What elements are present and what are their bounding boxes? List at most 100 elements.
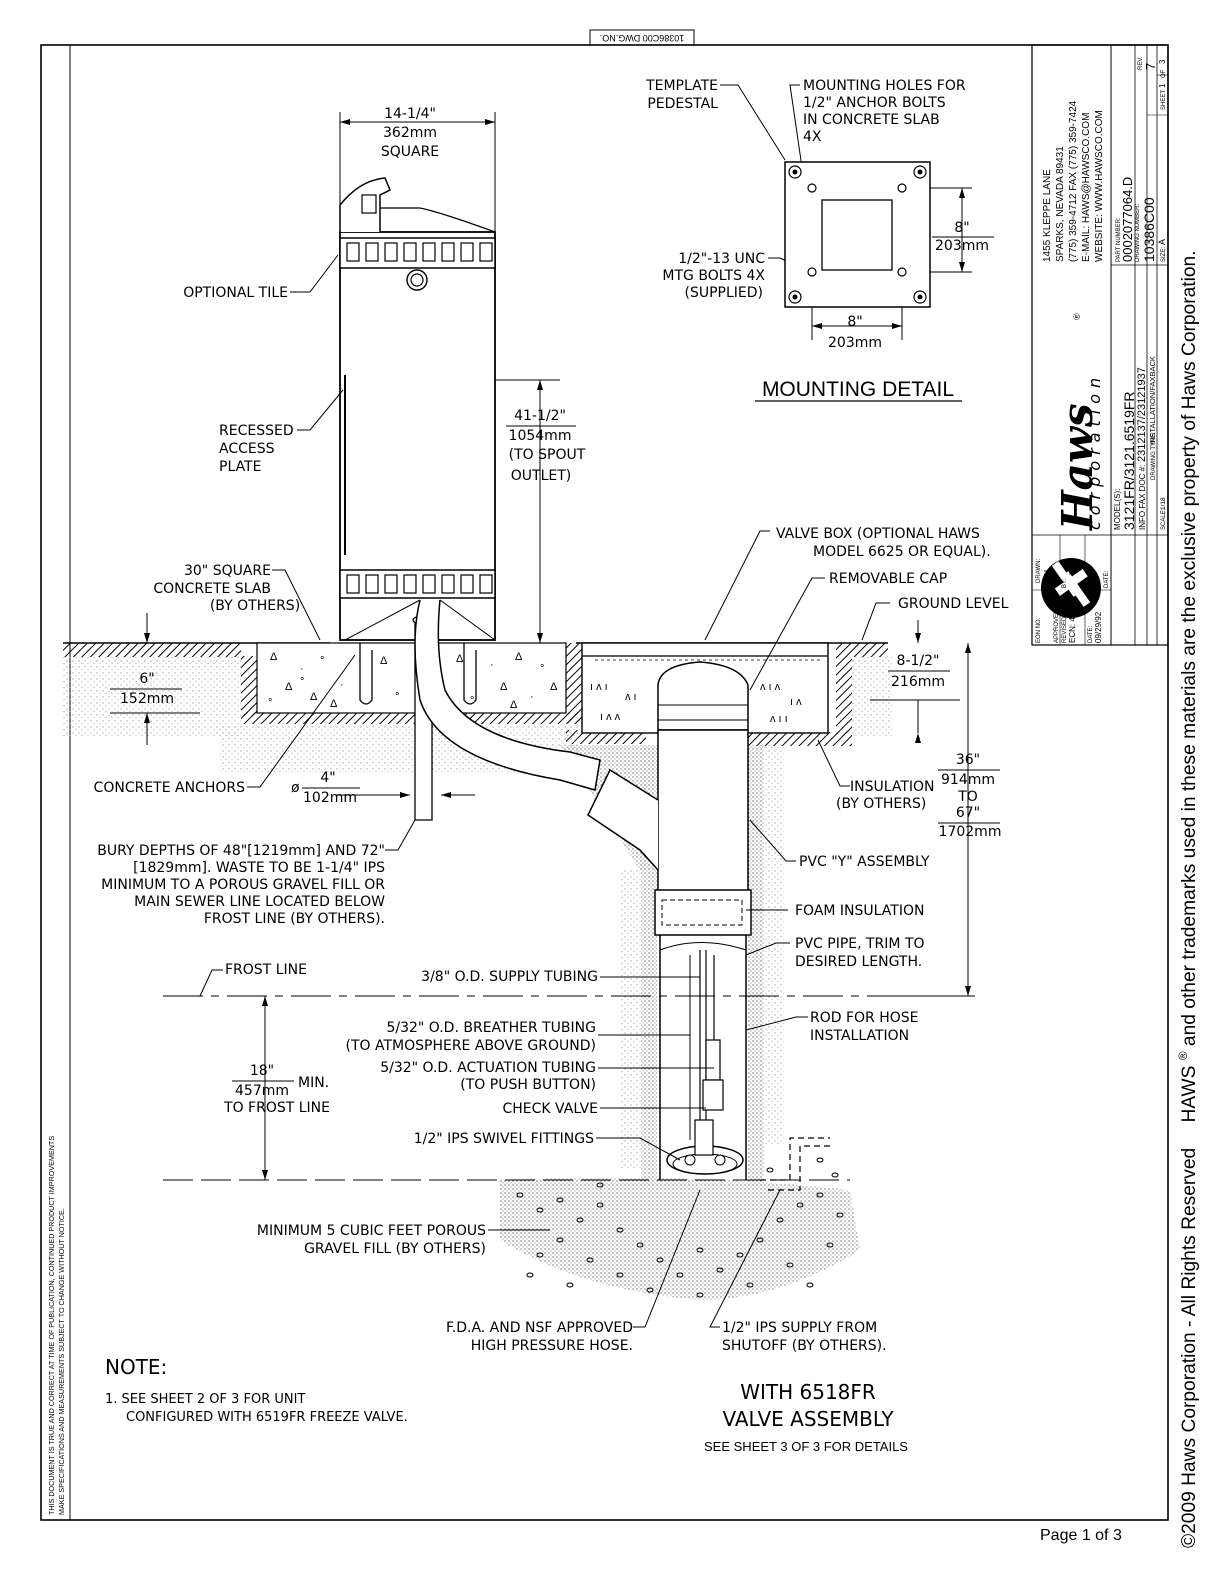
slab-label-2: CONCRETE SLAB: [153, 581, 271, 597]
depth-18-to: TO FROST LINE: [223, 1100, 330, 1116]
svg-text:Δ: Δ: [510, 699, 518, 711]
svg-text:ı ᴧ: ı ᴧ: [790, 696, 802, 708]
info-fax-label: INFO FAX DOC #:: [1138, 465, 1147, 530]
svg-text:Δ: Δ: [500, 681, 508, 693]
gravel-label-2: GRAVEL FILL (BY OTHERS): [304, 1241, 486, 1257]
slab-label-1: 30" SQUARE: [184, 563, 271, 579]
mount-holes-label-3: IN CONCRETE SLAB: [803, 112, 940, 128]
drawn: CAL: [1043, 567, 1052, 583]
spout-to: (TO SPOUT: [509, 447, 586, 463]
approved-label: APPROVED:: [1054, 608, 1060, 643]
address-line-4: E-MAIL: HAWS@HAWSCO.COM: [1081, 113, 1092, 262]
copyright-vertical: ©2009 Haws Corporation - All Rights Rese…: [1171, 250, 1200, 1548]
logo-subtitle: corporation: [1085, 372, 1104, 530]
arrowheads: [144, 119, 971, 1180]
pvc-pipe-label-1: PVC PIPE, TRIM TO: [795, 936, 925, 952]
svg-text:°: °: [540, 663, 544, 675]
check-valve-label: CHECK VALVE: [503, 1101, 599, 1117]
by: HM: [1068, 562, 1077, 575]
bury-note-5: FROST LINE (BY OTHERS).: [204, 911, 385, 927]
scale: 1/18: [1160, 497, 1167, 510]
note-line-1: 1. SEE SHEET 2 OF 3 FOR UNIT: [105, 1392, 305, 1407]
svg-text:°: °: [470, 695, 474, 707]
part-number-label: PART NUMBER:: [1116, 217, 1122, 262]
pedestal: [339, 177, 601, 821]
pvc-y-assembly: [587, 661, 830, 1191]
hose-label-2: HIGH PRESSURE HOSE.: [471, 1338, 633, 1354]
valve-assembly-line-3: SEE SHEET 3 OF 3 FOR DETAILS: [704, 1439, 908, 1454]
supply-tubing-label: 3/8" O.D. SUPPLY TUBING: [421, 969, 598, 985]
depth-85-mm: 216mm: [891, 674, 945, 690]
insulation-label-2: (BY OTHERS): [836, 796, 926, 812]
svg-text:°: °: [320, 655, 324, 667]
info-fax: 2312137/23121937: [1136, 367, 1148, 462]
rev: 7: [1143, 63, 1158, 70]
width-square: SQUARE: [381, 144, 439, 160]
mount-8v-mm: 203mm: [935, 238, 989, 254]
gravel-label-1: MINIMUM 5 CUBIC FEET POROUS: [257, 1223, 486, 1239]
svg-text:Δ: Δ: [380, 655, 388, 667]
svg-text:Δ: Δ: [270, 651, 278, 663]
drawing-number: 10386C00: [1141, 197, 1157, 262]
svg-text:ı ᴧ ᴧ: ı ᴧ ᴧ: [600, 711, 621, 723]
bury-note-2: [1829mm]. WASTE TO BE 1-1/4" IPS: [133, 860, 385, 876]
svg-text:·: ·: [300, 663, 304, 675]
sheet-total: 3: [1158, 59, 1167, 64]
width-dim: 14-1/4": [384, 106, 436, 122]
depth-18-mm: 457mm: [235, 1083, 289, 1099]
drawing-number-tab-text: 10386C00 DWG.NO.: [600, 33, 685, 43]
labels: 14-1/4" 362mm SQUARE OPTIONAL TILE RECES…: [94, 78, 1009, 1354]
pvc-y-label: PVC "Y" ASSEMBLY: [799, 854, 930, 870]
svg-text:Δ: Δ: [550, 681, 558, 693]
mounting-detail-title: MOUNTING DETAIL: [762, 378, 954, 401]
svg-text:©2009 Haws Corporation - All R: ©2009 Haws Corporation - All Rights Rese…: [1171, 250, 1200, 1548]
part-number: 0002077064.D: [1120, 177, 1135, 262]
address-line-2: SPARKS, NEVADA 89431: [1055, 146, 1066, 262]
address-line-5: WEBSITE: WWW.HAWSCO.COM: [1094, 110, 1105, 262]
mount-holes-label-1: MOUNTING HOLES FOR: [803, 78, 966, 94]
eon-label: EON NO.: [1036, 617, 1042, 643]
rod-label-1: ROD FOR HOSE: [810, 1010, 919, 1026]
drawing-type-label: DRAWING TYPE:: [1151, 432, 1157, 480]
svg-text:°: °: [268, 697, 272, 709]
title-block: 1455 KLEPPE LANE SPARKS, NEVADA 89431 (7…: [1031, 44, 1169, 646]
drawing-number-label: DRAWING NUMBER:: [1135, 204, 1141, 262]
svg-text:Δ: Δ: [456, 653, 464, 665]
ground-level-label: GROUND LEVEL: [898, 596, 1009, 612]
recessed-label-2: ACCESS: [219, 441, 275, 457]
depth-67-mm: 1702mm: [939, 824, 1002, 840]
trademark-haws: HAWS: [1179, 1066, 1200, 1123]
mount-8h: 8": [847, 314, 862, 330]
gravel-fill: [500, 1157, 860, 1300]
bury-note-3: MINIMUM TO A POROUS GRAVEL FILL OR: [101, 877, 385, 893]
haws-logo: Haws ® corporation: [1041, 313, 1104, 618]
valve-assembly-note: WITH 6518FR VALVE ASSEMBLY SEE SHEET 3 O…: [704, 1380, 908, 1454]
drawing-number-tab: 10386C00 DWG.NO.: [589, 29, 695, 46]
note-line-2: CONFIGURED WITH 6519FR FREEZE VALVE.: [126, 1410, 408, 1425]
left-notice: THIS DOCUMENT IS TRUE AND CORRECT AT TIM…: [47, 1136, 66, 1515]
svg-text:ᴧ ı ı: ᴧ ı ı: [770, 713, 788, 725]
bury-note-4: MAIN SEWER LINE LOCATED BELOW: [134, 894, 385, 910]
mounting-detail: [784, 161, 931, 308]
notice-line-1: THIS DOCUMENT IS TRUE AND CORRECT AT TIM…: [47, 1136, 56, 1515]
svg-text:·: ·: [530, 691, 534, 703]
template-label-2: PEDESTAL: [647, 96, 718, 112]
svg-text:·: ·: [490, 659, 494, 671]
actuation-label-1: 5/32" O.D. ACTUATION TUBING: [380, 1060, 596, 1076]
bolts-label-1: 1/2"-13 UNC: [678, 251, 765, 267]
revised: ECN: 4202: [1068, 603, 1077, 643]
sheet-of: OF: [1161, 69, 1167, 78]
depth-36: 36": [956, 752, 980, 768]
date-label: DATE:: [1088, 625, 1094, 643]
valve-box-label-2: MODEL 6625 OR EQUAL).: [813, 544, 991, 560]
svg-text:ᴧ ı: ᴧ ı: [625, 691, 637, 703]
depth-6-mm: 152mm: [120, 691, 174, 707]
mount-holes-label-4: 4X: [803, 129, 822, 145]
template-label-1: TEMPLATE: [645, 78, 718, 94]
trademark-text: and other trademarks used in these mater…: [1179, 250, 1200, 1046]
size-label: SIZE:: [1161, 247, 1167, 262]
valve-box-label-1: VALVE BOX (OPTIONAL HAWS: [776, 526, 980, 542]
depth-67: 67": [956, 805, 980, 821]
models-label: MODEL(S):: [1113, 489, 1122, 530]
